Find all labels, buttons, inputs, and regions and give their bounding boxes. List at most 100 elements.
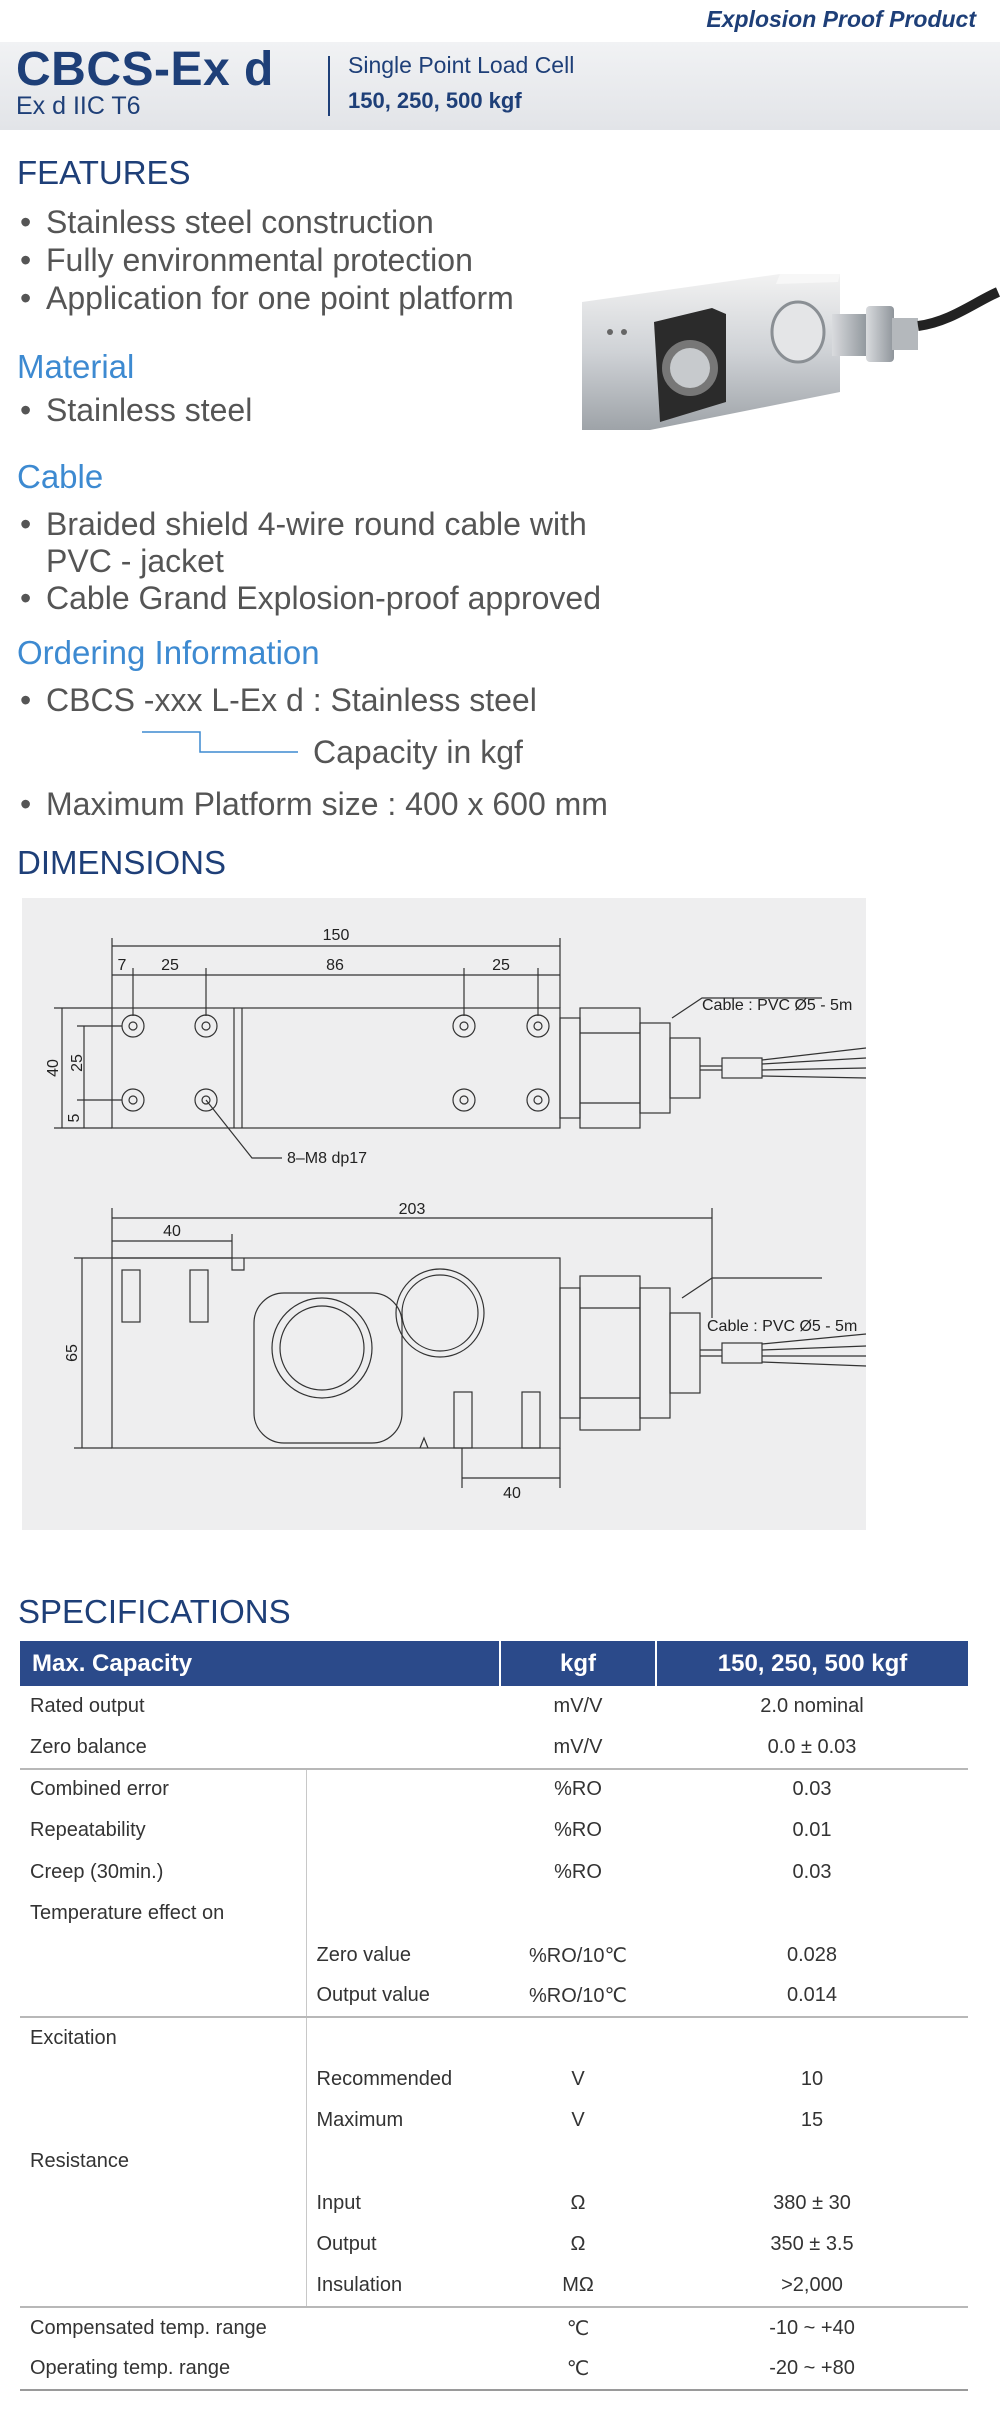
spec-unit: %RO	[554, 1860, 602, 1883]
spec-header-row: Max. Capacity kgf 150, 250, 500 kgf	[20, 1641, 968, 1686]
spec-label: Repeatability	[30, 1819, 146, 1842]
dim-top-25a: 25	[161, 957, 179, 974]
spec-sublabel	[305, 2141, 500, 2183]
spec-row: Resistance	[20, 2141, 968, 2183]
dim-top-total: 150	[323, 927, 350, 944]
spec-row: Compensated temp. range℃-10 ~ +40	[20, 2307, 968, 2348]
spec-label	[20, 1934, 306, 1975]
spec-row: Creep (30min.) %RO 0.03	[20, 1851, 968, 1893]
spec-value: 10	[800, 2067, 824, 2090]
dimensions-heading: DIMENSIONS	[17, 844, 227, 881]
dim-side-40b: 40	[503, 1485, 521, 1502]
spec-value: 0.014	[656, 1975, 968, 2019]
spec-label	[20, 2183, 306, 2224]
ordering-code: •CBCS -xxx L-Ex d : Stainless steel	[20, 682, 537, 718]
ordering-leader-line	[142, 731, 298, 753]
spec-value: >2,000	[656, 2265, 968, 2308]
spec-label: Rated output	[30, 1695, 145, 1718]
ordering-heading: Ordering Information	[17, 634, 320, 671]
spec-value: -10 ~ +40	[769, 2316, 855, 2339]
spec-value	[656, 2141, 968, 2182]
cable-item-continued: PVC - jacket	[46, 543, 224, 579]
spec-sublabel	[305, 1810, 500, 1852]
spec-sublabel	[305, 1851, 500, 1893]
dim-side-65: 65	[64, 1344, 81, 1362]
spec-label	[20, 2059, 306, 2100]
spec-unit: %RO/10℃	[500, 1975, 656, 2019]
spec-label	[20, 2100, 306, 2141]
load-cell-product-image	[582, 274, 1000, 430]
spec-sublabel: Output value	[305, 1975, 500, 2019]
feature-item: •Fully environmental protection	[20, 242, 473, 278]
spec-row: Repeatability %RO 0.01	[20, 1810, 968, 1852]
spec-unit: V	[571, 2109, 585, 2132]
feature-item: •Application for one point platform	[20, 280, 514, 316]
spec-sublabel: Maximum	[305, 2099, 500, 2142]
material-item: •Stainless steel	[20, 392, 253, 428]
spec-value: 0.03	[792, 1778, 832, 1801]
spec-label: Combined error	[30, 1778, 169, 1801]
spec-sublabel: Zero value	[305, 1934, 500, 1976]
spec-unit: %RO/10℃	[528, 1944, 628, 1967]
spec-row: Excitation	[20, 2017, 968, 2059]
spec-value: 350 ± 3.5	[770, 2233, 854, 2256]
spec-unit: V	[571, 2067, 585, 2090]
spec-header-cell: 150, 250, 500 kgf	[656, 1641, 968, 1686]
spec-row: Zero value %RO/10℃ 0.028	[20, 1934, 968, 1976]
spec-label: Excitation	[30, 2026, 117, 2049]
spec-value: 0.0 ± 0.03	[656, 1727, 968, 1770]
ordering-capacity-note: Capacity in kgf	[313, 734, 523, 770]
cable-item: •Cable Grand Explosion-proof approved	[20, 580, 601, 616]
model-rating: Ex d IIC T6	[16, 92, 141, 120]
spec-label: Resistance	[30, 2150, 129, 2173]
spec-label: Creep (30min.)	[30, 1860, 164, 1883]
spec-value: 2.0 nominal	[760, 1695, 864, 1718]
dim-holes-note: 8–M8 dp17	[287, 1150, 367, 1167]
spec-sublabel	[305, 2017, 500, 2059]
features-heading: FEATURES	[17, 154, 191, 191]
spec-unit	[500, 1893, 656, 1934]
spec-sublabel	[305, 1892, 500, 1935]
spec-unit: mV/V	[500, 1727, 656, 1770]
specifications-heading: SPECIFICATIONS	[18, 1593, 291, 1630]
spec-sublabel	[305, 1768, 500, 1811]
cable-heading: Cable	[17, 458, 104, 495]
feature-item: •Stainless steel construction	[20, 204, 434, 240]
dim-top-5: 5	[66, 1113, 83, 1122]
spec-unit: %RO	[554, 1819, 602, 1842]
spec-label: Compensated temp. range	[30, 2316, 267, 2339]
dim-side-cable-note: Cable : PVC Ø5 - 5m	[707, 1318, 857, 1335]
spec-unit: %RO	[554, 1778, 602, 1801]
spec-unit: Ω	[570, 2191, 586, 2214]
spec-sublabel: Output	[305, 2224, 500, 2266]
dim-top-7: 7	[118, 957, 127, 974]
spec-label: Zero balance	[20, 1727, 500, 1770]
spec-value: 0.03	[792, 1860, 832, 1883]
spec-row: Temperature effect on	[20, 1892, 968, 1935]
dim-top-cable-note: Cable : PVC Ø5 - 5m	[702, 997, 852, 1014]
ordering-platform-size: •Maximum Platform size : 400 x 600 mm	[20, 786, 608, 822]
spec-header-cell: Max. Capacity	[20, 1641, 501, 1686]
spec-value: 380 ± 30	[773, 2191, 851, 2214]
dim-side-40a: 40	[163, 1223, 181, 1240]
spec-value: 0.01	[792, 1819, 832, 1842]
specifications-table: Max. Capacity kgf 150, 250, 500 kgf Rate…	[20, 1641, 968, 2391]
spec-unit	[500, 2141, 656, 2182]
spec-unit: MΩ	[500, 2265, 656, 2308]
cable-item: •Braided shield 4-wire round cable with	[20, 506, 587, 542]
spec-sublabel: Insulation	[305, 2265, 500, 2308]
dim-top-25: 25	[69, 1054, 86, 1072]
spec-row: Operating temp. range℃-20 ~ +80	[20, 2348, 968, 2391]
spec-label	[20, 2265, 306, 2308]
header-divider	[328, 56, 330, 116]
spec-label	[20, 1975, 306, 2019]
product-category-tag: Explosion Proof Product	[706, 6, 976, 32]
spec-value: 0.028	[786, 1943, 838, 1966]
